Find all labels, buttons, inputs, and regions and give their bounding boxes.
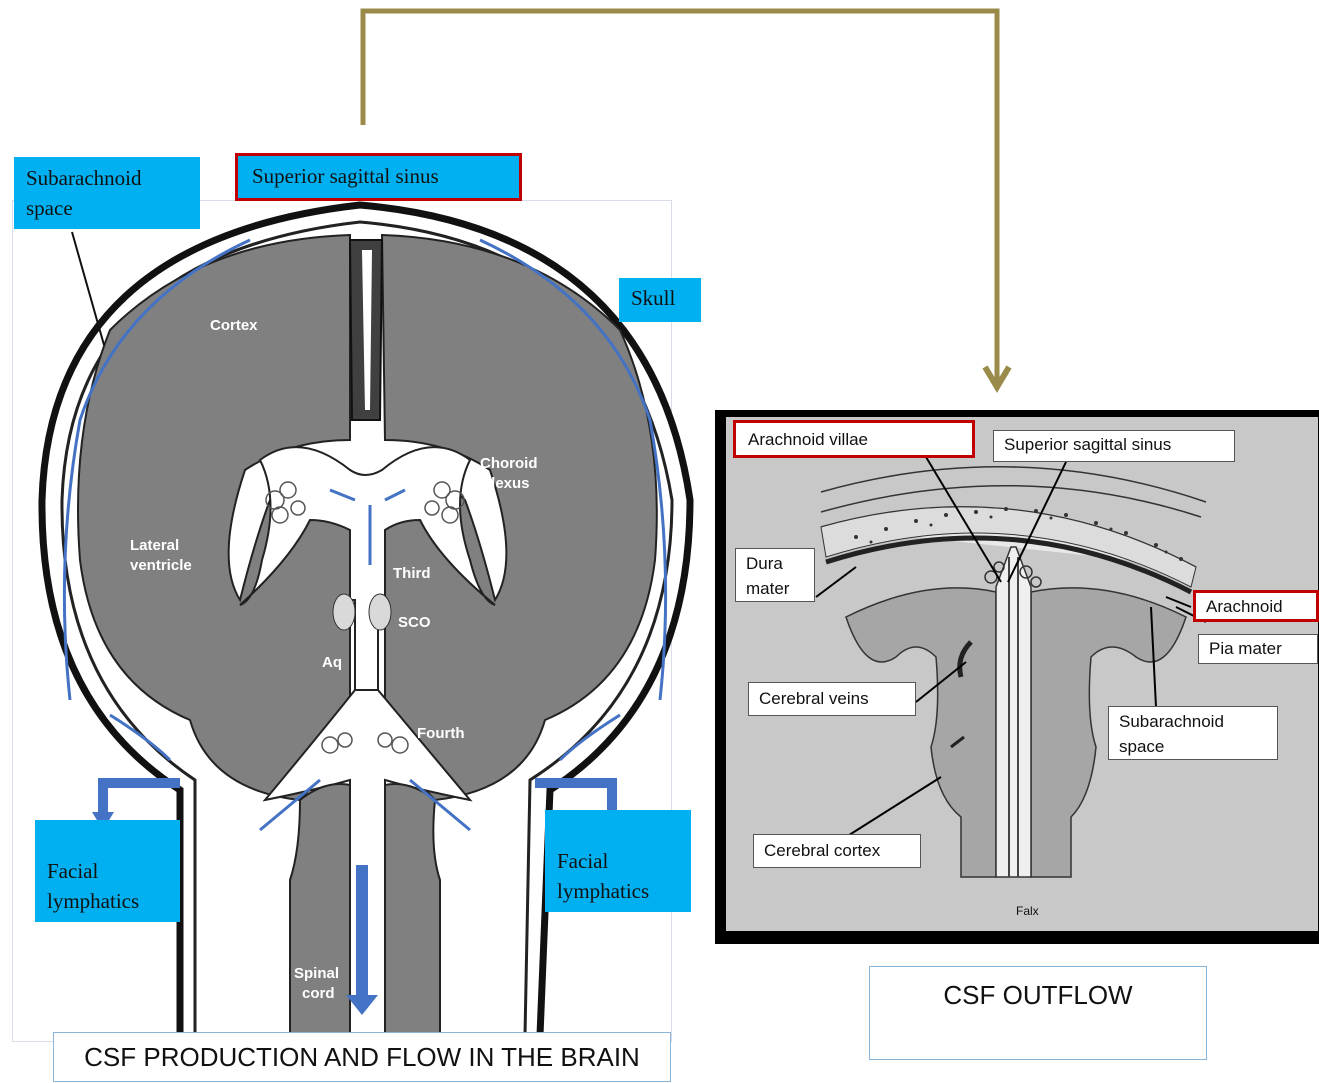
label-pia-mater: Pia mater xyxy=(1198,634,1318,664)
label-cortex: Cortex xyxy=(210,317,258,334)
label-cord: cord xyxy=(302,985,335,1002)
subarachnoid-pointer xyxy=(72,232,104,345)
label-cerebral-cortex: Cerebral cortex xyxy=(753,834,921,868)
spinal-flow-arrow xyxy=(356,865,368,1000)
label-facial-lymphatics-left: Facial lymphatics xyxy=(35,820,180,922)
sco-right xyxy=(369,594,391,630)
lymph-arrow-left xyxy=(103,783,180,815)
label-plexus: plexus xyxy=(482,475,530,492)
label-arachnoid-villae: Arachnoid villae xyxy=(733,420,975,458)
label-spinal: Spinal xyxy=(294,965,339,982)
label-third: Third xyxy=(393,565,431,582)
label-falx: Falx xyxy=(1016,904,1039,918)
right-caption: CSF OUTFLOW xyxy=(869,966,1207,1060)
label-dura-mater: Dura mater xyxy=(735,548,815,602)
label-sco: SCO xyxy=(398,614,431,631)
label-superior-sagittal-sinus-outflow: Superior sagittal sinus xyxy=(993,430,1235,462)
label-ventricle: ventricle xyxy=(130,557,192,574)
label-arachnoid: Arachnoid xyxy=(1193,590,1319,622)
label-skull: Skull xyxy=(619,278,701,322)
label-aq: Aq xyxy=(322,654,342,671)
label-fourth: Fourth xyxy=(417,725,464,742)
sco-left xyxy=(333,594,355,630)
left-caption: CSF PRODUCTION AND FLOW IN THE BRAIN xyxy=(53,1032,671,1082)
label-superior-sagittal-sinus: Superior sagittal sinus xyxy=(235,153,522,201)
label-lateral: Lateral xyxy=(130,537,179,554)
label-subarachnoid-space: Subarachnoid space xyxy=(14,157,200,229)
label-choroid: Choroid xyxy=(480,455,538,472)
label-cerebral-veins: Cerebral veins xyxy=(748,682,916,716)
label-facial-lymphatics-right: Facial lymphatics xyxy=(545,810,691,912)
label-subarachnoid-space-outflow: Subarachnoid space xyxy=(1108,706,1278,760)
